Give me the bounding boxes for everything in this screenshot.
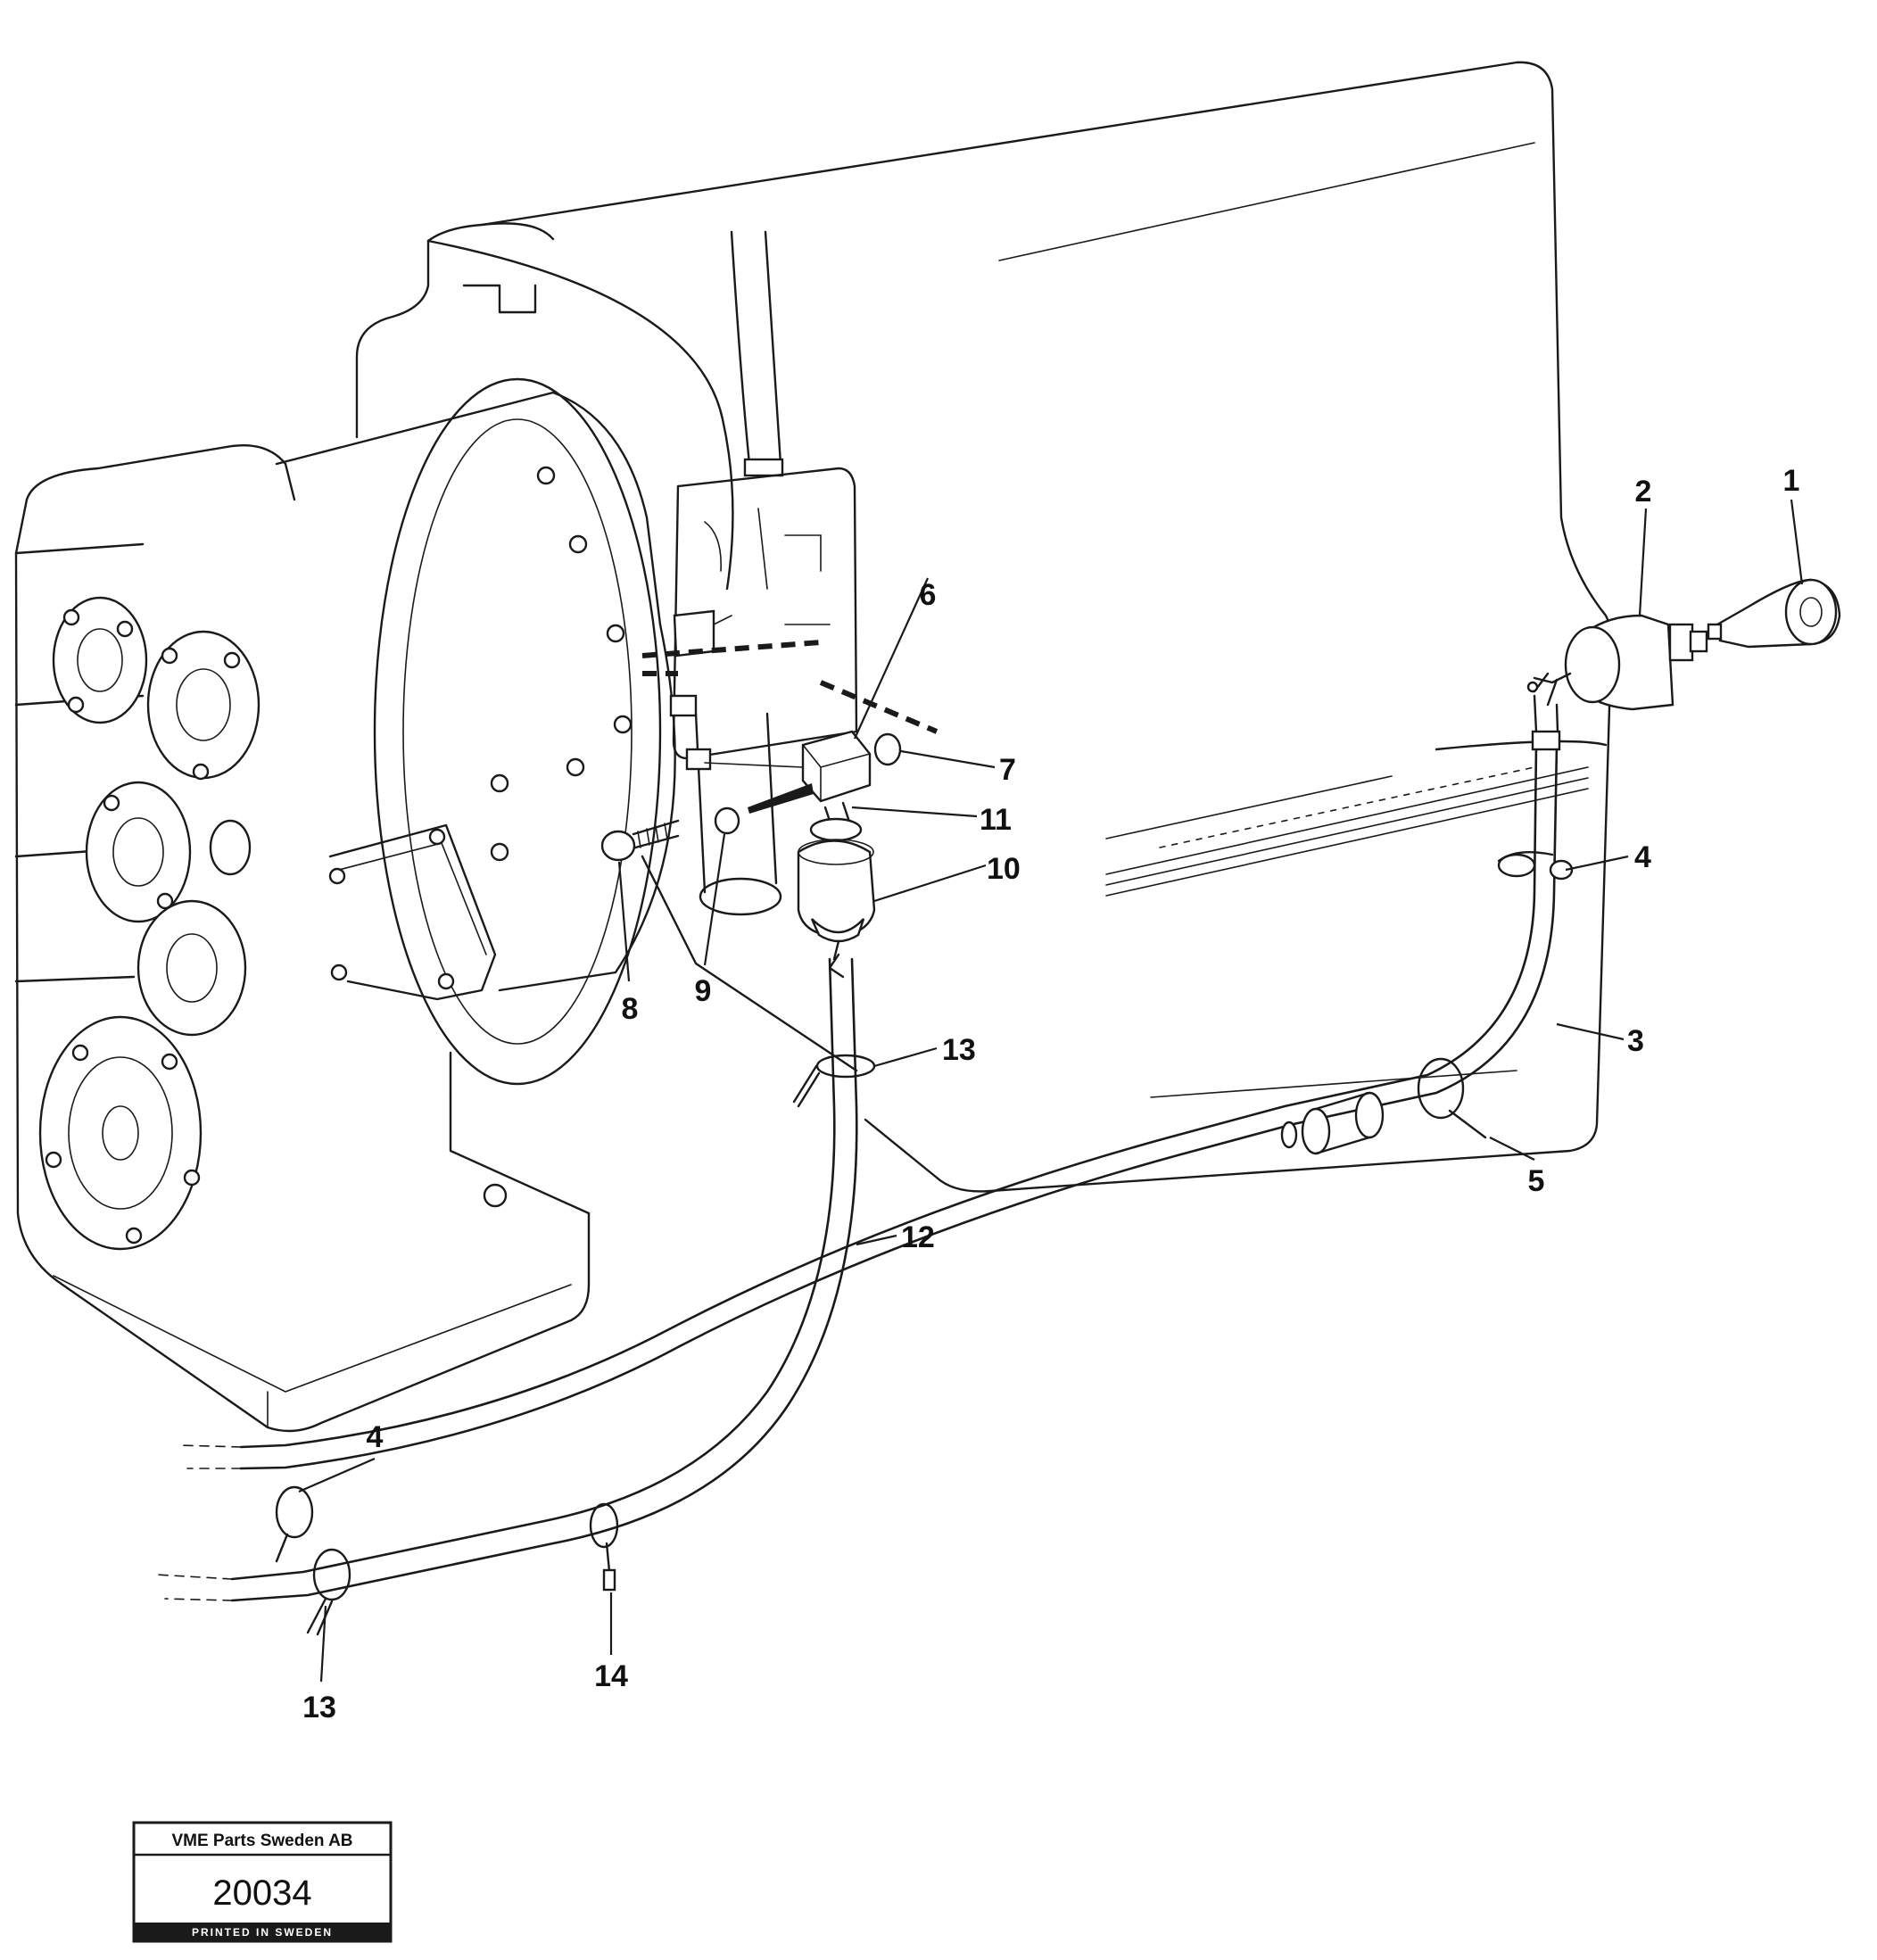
callout-12: 12 (901, 1220, 935, 1254)
transmission-housing (426, 61, 1616, 1193)
part-6-adapter-block (801, 730, 872, 803)
callout-labels: 1 2 3 4 5 6 7 8 9 10 11 12 13 4 13 14 (302, 464, 1799, 1724)
gear-case (14, 444, 591, 1433)
stamp-printed: PRINTED IN SWEDEN (192, 1926, 333, 1939)
callout-1: 1 (1783, 464, 1800, 498)
part-8-bolt (600, 819, 680, 862)
callout-11: 11 (980, 803, 1012, 837)
callout-13-upper: 13 (942, 1033, 976, 1067)
leader-lines (298, 499, 1804, 1683)
stamp-number: 20034 (212, 1873, 311, 1913)
part-7-o-ring (873, 732, 902, 766)
cable-3 (178, 694, 1561, 1470)
callout-4-lower: 4 (367, 1420, 384, 1454)
part-2-pressure-switch (1526, 614, 1708, 711)
callout-4-upper: 4 (1634, 840, 1651, 874)
part-9-washer (714, 806, 740, 835)
callout-7: 7 (999, 753, 1016, 787)
callout-9: 9 (695, 974, 712, 1008)
drawing-stamp: VME Parts Sweden AB 20034 PRINTED IN SWE… (132, 1821, 393, 1943)
cable-joint (1280, 1091, 1385, 1155)
callout-2: 2 (1635, 475, 1652, 509)
callout-10: 10 (987, 852, 1021, 886)
converter-housing (275, 239, 858, 1086)
callout-6: 6 (920, 578, 937, 612)
stamp-company: VME Parts Sweden AB (171, 1832, 352, 1850)
callout-3: 3 (1627, 1024, 1644, 1058)
clamp-4-upper (1497, 851, 1574, 881)
control-valve (641, 230, 938, 916)
cable-12 (155, 953, 858, 1602)
clamp-4-lower (275, 1485, 314, 1563)
part-10-sensor (797, 801, 876, 961)
part-1-connector-cover (1707, 578, 1841, 649)
callout-13-lower: 13 (302, 1691, 336, 1724)
callout-14: 14 (594, 1659, 628, 1693)
part-11-wedge (748, 783, 814, 814)
clamp-14 (589, 1502, 619, 1592)
callout-8: 8 (622, 992, 639, 1026)
callout-5: 5 (1528, 1164, 1545, 1198)
clamp-5 (1417, 1057, 1487, 1139)
